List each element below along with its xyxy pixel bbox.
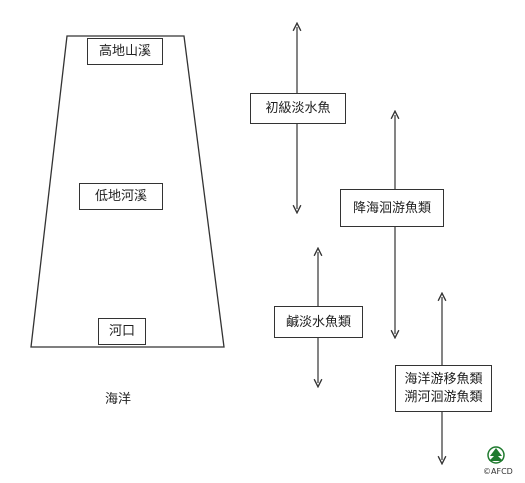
anadromous-fish-label: 溯河洄游魚類 bbox=[404, 389, 483, 405]
lowland-stream-label: 低地河溪 bbox=[79, 183, 163, 210]
oceanodromous-fish-label: 海洋游移魚類 bbox=[404, 371, 483, 387]
freshwater-fish-box: 初級淡水魚 bbox=[250, 93, 346, 124]
catadromous-fish-box: 降海洄游魚類 bbox=[340, 189, 444, 227]
upland-stream-label: 高地山溪 bbox=[87, 38, 163, 65]
estuary-label: 河口 bbox=[98, 318, 146, 345]
ocean-anadromous-fish-box: 海洋游移魚類 溯河洄游魚類 bbox=[395, 365, 492, 412]
afcd-credit: ©AFCD bbox=[483, 467, 513, 476]
afcd-logo bbox=[487, 446, 505, 464]
brackish-fish-box: 鹹淡水魚類 bbox=[274, 306, 363, 338]
ocean-label: 海洋 bbox=[105, 392, 132, 407]
